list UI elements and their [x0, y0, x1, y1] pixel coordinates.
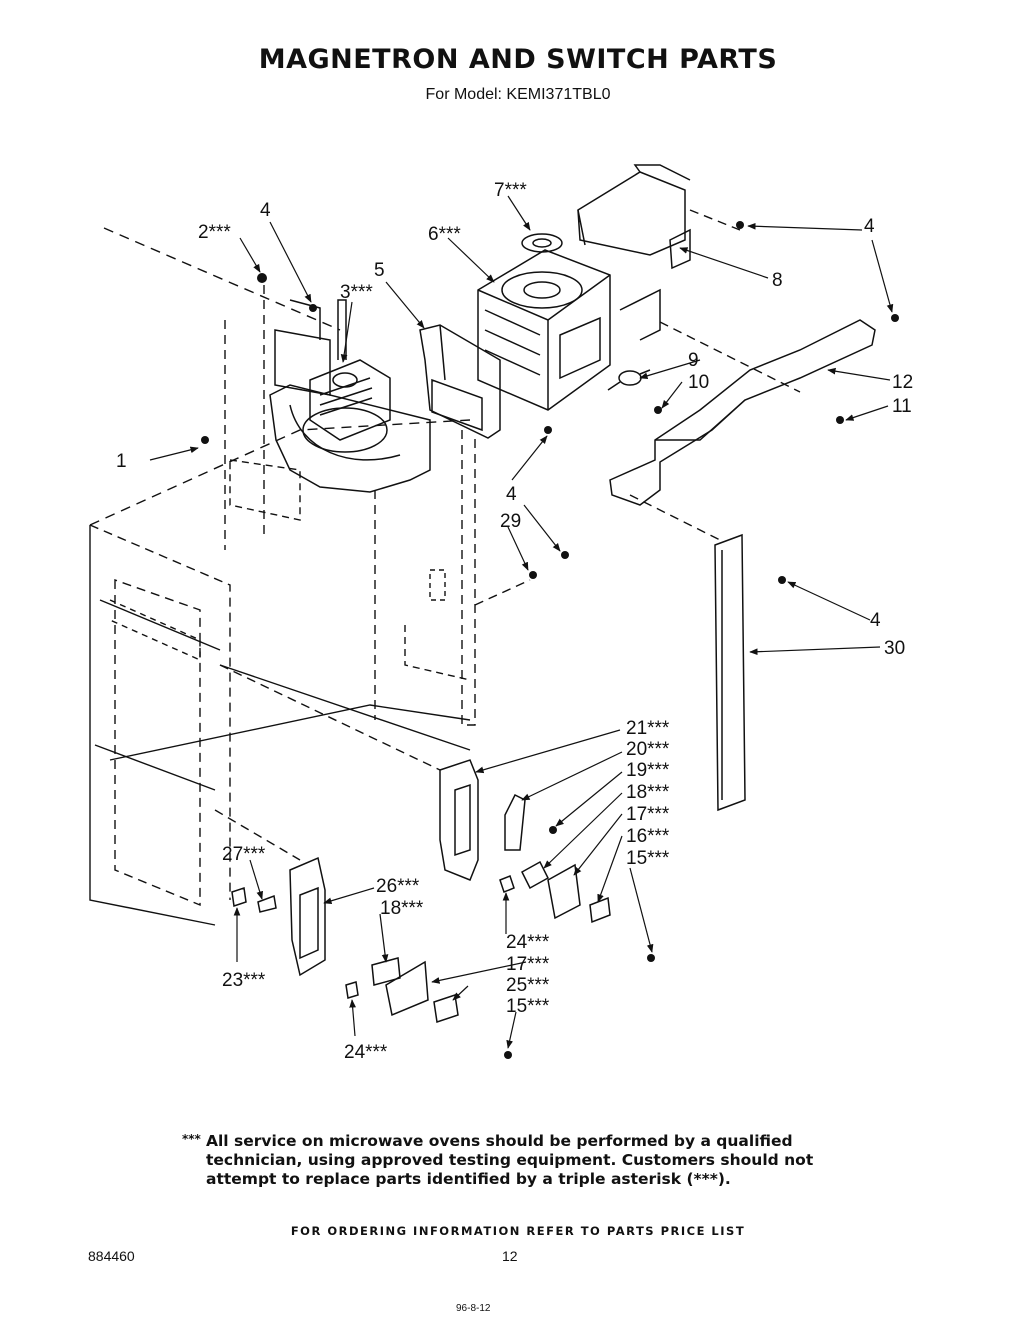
callout-11: 11: [892, 396, 912, 417]
lower-switch-assembly: [231, 856, 459, 1023]
thermal-protector: [607, 369, 651, 391]
callout-8: 8: [772, 270, 783, 291]
callout-15-b: 15***: [506, 996, 550, 1017]
callout-15-a: 15***: [626, 848, 670, 869]
callout-4-c: 4: [506, 484, 517, 505]
callout-21: 21***: [626, 718, 670, 739]
callout-27: 27***: [222, 844, 266, 865]
leader-lines: [149, 195, 894, 1049]
callout-30: 30: [884, 638, 905, 659]
callout-18-b: 18***: [380, 898, 424, 919]
callout-1: 1: [116, 451, 127, 472]
callout-4-d: 4: [870, 610, 881, 631]
callout-23: 23***: [222, 970, 266, 991]
callout-4-a: 4: [260, 200, 271, 221]
footer-code: 96-8-12: [456, 1303, 491, 1314]
page-title: MAGNETRON AND SWITCH PARTS: [258, 44, 778, 75]
upper-switch-assembly: [439, 759, 611, 924]
fasteners: [201, 221, 899, 1059]
callout-24-b: 24***: [344, 1042, 388, 1063]
ordering-info: FOR ORDERING INFORMATION REFER TO PARTS …: [290, 1224, 746, 1238]
page-number: 12: [502, 1248, 518, 1264]
callout-9: 9: [688, 350, 699, 371]
callout-2: 2***: [198, 222, 231, 243]
document-number: 884460: [88, 1248, 135, 1264]
callout-26: 26***: [376, 876, 420, 897]
callout-20: 20***: [626, 739, 670, 760]
callout-6: 6***: [428, 224, 461, 245]
callout-labels: 1 2*** 3*** 4 4 4 4 4 5 6*** 7*** 8 9 10…: [116, 180, 913, 1063]
side-bracket: [714, 533, 746, 812]
callout-24-a: 24***: [506, 932, 550, 953]
callout-17-b: 17***: [506, 954, 550, 975]
air-duct: [419, 324, 501, 439]
note-marker: ***: [182, 1132, 201, 1146]
callout-12: 12: [892, 372, 913, 393]
service-note: *** All service on microwave ovens shoul…: [182, 1132, 816, 1189]
callout-17-a: 17***: [626, 804, 670, 825]
callout-19: 19***: [626, 760, 670, 781]
note-text: All service on microwave ovens should be…: [206, 1132, 814, 1188]
blower-motor-assembly: [269, 299, 431, 493]
magnetron: [477, 233, 611, 411]
model-subtitle: For Model: KEMI371TBL0: [425, 86, 611, 103]
callout-10: 10: [688, 372, 709, 393]
mounting-bracket: [609, 319, 876, 506]
callout-25: 25***: [506, 975, 550, 996]
callout-7: 7***: [494, 180, 527, 201]
waveguide-duct: [577, 164, 691, 341]
callout-4-b: 4: [864, 216, 875, 237]
oven-cavity-drawing: [89, 209, 801, 926]
callout-18-a: 18***: [626, 782, 670, 803]
callout-16: 16***: [626, 826, 670, 847]
callout-3: 3***: [340, 282, 373, 303]
callout-29: 29: [500, 511, 521, 532]
callout-5: 5: [374, 260, 385, 281]
